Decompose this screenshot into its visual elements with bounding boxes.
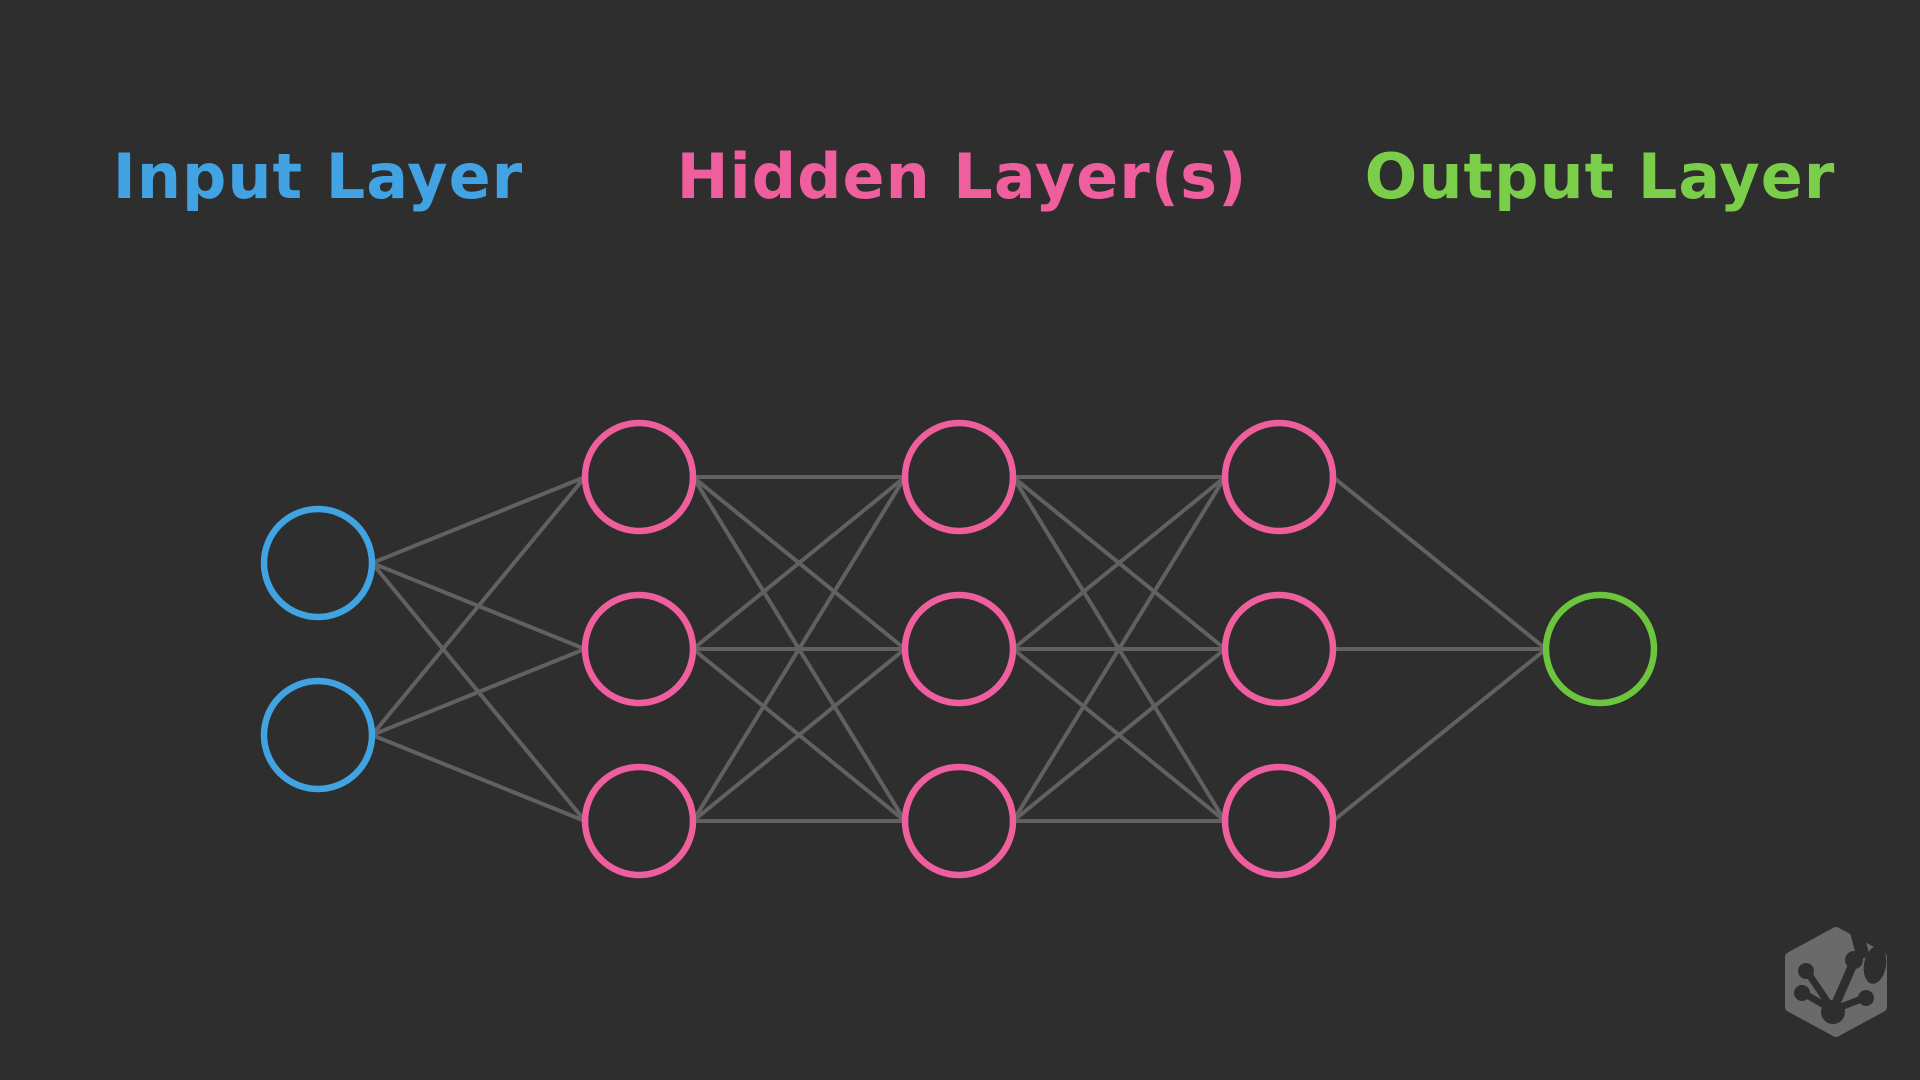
node-hidden-2-2 [901, 591, 1017, 707]
edge-hidden-2-2-to-hidden-3-1 [1011, 475, 1227, 651]
edge-hidden-1-3-to-hidden-2-2 [691, 647, 907, 823]
edge-input-2-to-hidden-1-3 [371, 733, 586, 823]
edge-hidden-2-3-to-hidden-3-1 [1011, 475, 1227, 823]
hidden-layer-label: Hidden Layer(s) [676, 140, 1248, 213]
input-layer-label: Input Layer [112, 140, 524, 213]
node-input-1 [260, 505, 376, 621]
node-hidden-1-3 [581, 763, 697, 879]
node-hidden-3-3 [1221, 763, 1337, 879]
edge-hidden-2-3-to-hidden-3-2 [1011, 647, 1227, 823]
edge-hidden-3-3-to-output-1 [1331, 647, 1548, 823]
node-hidden-1-1 [581, 419, 697, 535]
node-hidden-3-1 [1221, 419, 1337, 535]
nodes-group [260, 419, 1658, 879]
edge-input-1-to-hidden-1-1 [371, 475, 586, 565]
node-hidden-1-2 [581, 591, 697, 707]
edge-hidden-1-2-to-hidden-2-1 [691, 475, 907, 651]
edge-hidden-1-3-to-hidden-2-1 [691, 475, 907, 823]
node-output-1 [1542, 591, 1658, 707]
edge-input-2-to-hidden-1-2 [371, 647, 586, 737]
node-hidden-3-2 [1221, 591, 1337, 707]
edges-group [370, 475, 1548, 823]
edge-input-2-to-hidden-1-1 [370, 475, 587, 737]
logo-frog-foot-cutout [1794, 926, 1887, 1024]
hexagon-frog-logo-icon [1785, 926, 1887, 1037]
node-hidden-2-3 [901, 763, 1017, 879]
output-layer-label: Output Layer [1364, 140, 1836, 213]
node-hidden-2-1 [901, 419, 1017, 535]
edge-hidden-3-1-to-output-1 [1331, 475, 1548, 651]
node-input-2 [260, 677, 376, 793]
